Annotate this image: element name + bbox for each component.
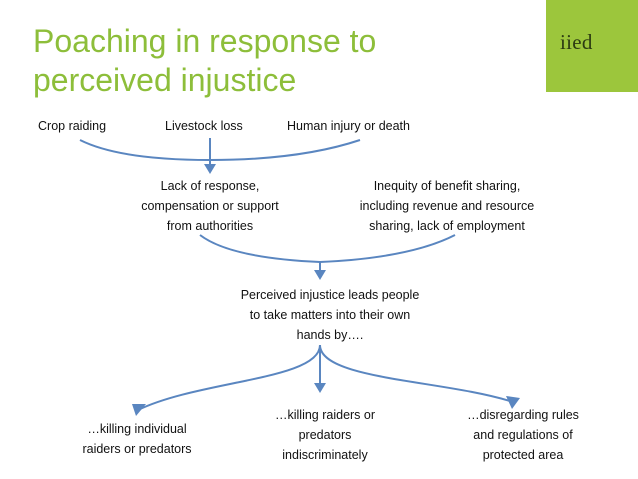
cause-inequity-line-3: sharing, lack of employment xyxy=(369,219,525,233)
top-brace xyxy=(79,139,361,162)
outcome-2-line-1: …killing raiders or xyxy=(274,408,376,422)
cause-lack-of-response-line-1: Lack of response, xyxy=(160,179,260,193)
cause-human-injury: Human injury or death xyxy=(287,119,410,133)
outcome-2-line-3: indiscriminately xyxy=(282,448,368,462)
bottom-arrowhead-middle xyxy=(314,383,326,393)
cause-livestock-loss: Livestock loss xyxy=(165,119,243,133)
central-line-3: hands by…. xyxy=(296,328,364,342)
central-line-1: Perceived injustice leads people xyxy=(240,288,420,302)
top-arrowhead xyxy=(204,164,216,174)
bottom-split-left xyxy=(137,344,321,411)
outcome-killing-individual: …killing individual raiders or predators xyxy=(62,419,212,459)
cause-lack-of-response-line-3: from authorities xyxy=(166,219,254,233)
outcome-3-line-3: protected area xyxy=(482,448,564,462)
bottom-arrowhead-left xyxy=(132,404,146,416)
bottom-arrowhead-right xyxy=(506,396,520,409)
slide-title: Poaching in response to perceived injust… xyxy=(33,23,377,98)
middle-brace xyxy=(199,234,456,264)
central-line-2: to take matters into their own xyxy=(249,308,411,322)
outcome-3-line-1: …disregarding rules xyxy=(467,408,579,422)
iied-logo: iied xyxy=(546,0,638,92)
central-statement: Perceived injustice leads people to take… xyxy=(220,285,440,345)
outcome-killing-indiscriminately: …killing raiders or predators indiscrimi… xyxy=(255,405,395,465)
cause-lack-of-response-line-2: compensation or support xyxy=(141,199,279,213)
cause-inequity: Inequity of benefit sharing, including r… xyxy=(337,176,557,236)
outcome-2-line-2: predators xyxy=(298,428,352,442)
cause-lack-of-response: Lack of response, compensation or suppor… xyxy=(110,176,310,236)
middle-arrowhead xyxy=(314,270,326,280)
outcome-1-line-2: raiders or predators xyxy=(82,442,192,456)
cause-inequity-line-1: Inequity of benefit sharing, xyxy=(373,179,521,193)
cause-crop-raiding: Crop raiding xyxy=(38,119,107,133)
outcome-3-line-2: and regulations of xyxy=(473,428,573,442)
outcome-1-line-1: …killing individual xyxy=(87,422,187,436)
logo-text: iied xyxy=(560,30,593,54)
outcome-disregarding-rules: …disregarding rules and regulations of p… xyxy=(448,405,598,465)
cause-inequity-line-2: including revenue and resource xyxy=(359,199,535,213)
bottom-split-right xyxy=(319,344,514,403)
